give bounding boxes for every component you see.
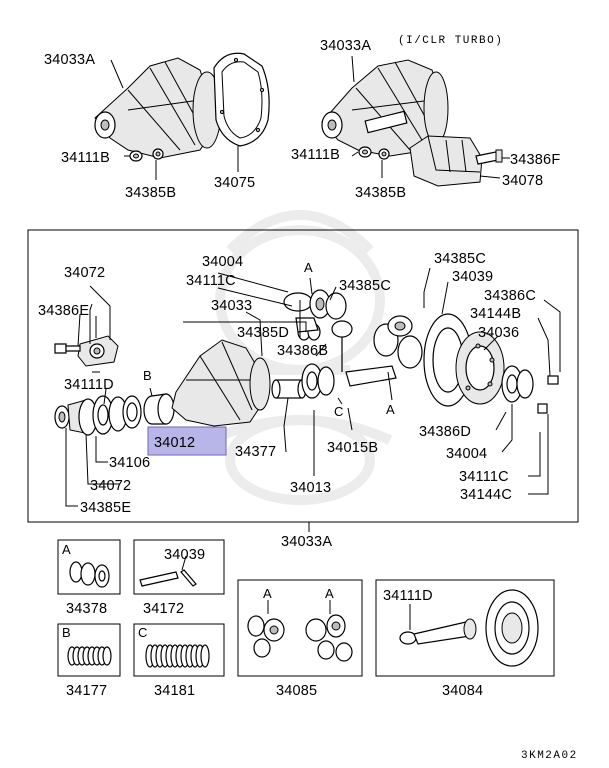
differential-gear-set-34085 <box>247 600 353 662</box>
label-34377: 34377 <box>235 444 276 460</box>
carrier-housing-34033[interactable] <box>171 339 271 427</box>
label-34033a-standard: 34033A <box>44 52 95 68</box>
tag-c-main: C <box>334 404 343 419</box>
spider-gear-cluster[interactable] <box>373 315 423 369</box>
label-34111b-turbo: 34111B <box>291 147 340 163</box>
label-34386f: 34386F <box>510 152 560 168</box>
kit-box-34181[interactable] <box>133 623 225 677</box>
label-34385b-standard: 34385B <box>125 185 176 201</box>
label-34004-right: 34004 <box>446 446 487 462</box>
pinion-shaft-34172 <box>139 555 197 587</box>
shim-set-34177 <box>67 646 112 666</box>
label-34385c-mid: 34385C <box>339 278 391 294</box>
label-34111c-top: 34111C <box>186 273 236 289</box>
label-34039: 34039 <box>452 269 493 285</box>
label-34078: 34078 <box>502 173 543 189</box>
label-34386e: 34386E <box>38 303 89 319</box>
kit-c-tag: C <box>138 625 147 640</box>
label-34385d: 34385D <box>237 325 289 341</box>
leaders-main <box>65 267 561 532</box>
label-kit-34085: 34085 <box>276 683 317 699</box>
label-34386b: 34386B <box>277 343 328 359</box>
bolt-34111b-turbo[interactable] <box>358 146 372 158</box>
label-34111c-right: 34111C <box>459 469 509 485</box>
tag-a-bottom: A <box>386 402 395 417</box>
leaders-top-right <box>351 55 510 179</box>
side-gears-a[interactable] <box>283 289 347 333</box>
label-kit-34039: 34039 <box>164 547 205 563</box>
label-34075-gasket: 34075 <box>214 175 255 191</box>
label-kit-34181: 34181 <box>154 683 195 699</box>
differential-case-34036[interactable] <box>455 331 505 405</box>
kit-b-tag: B <box>62 625 71 640</box>
label-assembly-34033a: 34033A <box>281 534 332 550</box>
bolt-34386c[interactable] <box>547 375 559 385</box>
kit-box-34084[interactable] <box>375 579 555 677</box>
turbo-note: (I/CLR TURBO) <box>398 35 503 47</box>
companion-flange-34072[interactable] <box>77 335 119 367</box>
label-kit-34177: 34177 <box>66 683 107 699</box>
clip-34144c[interactable] <box>537 403 548 414</box>
label-34106: 34106 <box>109 455 150 471</box>
label-kit-34111d: 34111D <box>383 588 433 604</box>
spacer-b[interactable] <box>143 393 175 425</box>
label-34036: 34036 <box>478 325 519 341</box>
carrier-housing-standard[interactable] <box>94 57 222 159</box>
label-34072-bottom: 34072 <box>90 478 131 494</box>
label-34111b-standard: 34111B <box>61 150 110 166</box>
nut-34385b-standard[interactable] <box>152 148 164 160</box>
leaders-top-left <box>110 59 239 180</box>
kit-a-tag: A <box>62 542 71 557</box>
tag-b-main: B <box>143 368 152 383</box>
exploded-view-frame <box>27 229 579 523</box>
shim-set-34181 <box>145 644 210 668</box>
label-34012: 34012 <box>154 435 195 451</box>
label-34033: 34033 <box>211 298 252 314</box>
carrier-housing-turbo[interactable] <box>321 59 449 157</box>
pinion-flange-stack[interactable] <box>54 395 142 436</box>
label-kit-34378: 34378 <box>66 601 107 617</box>
bearing-34013[interactable] <box>301 363 335 399</box>
label-34385c-right: 34385C <box>434 251 486 267</box>
label-kit-34172: 34172 <box>143 601 184 617</box>
label-34015b: 34015B <box>327 440 378 456</box>
label-34385e: 34385E <box>80 500 131 516</box>
kit-gear-a1-tag: A <box>263 586 272 601</box>
nut-34385b-turbo[interactable] <box>378 148 390 160</box>
label-kit-34084: 34084 <box>442 683 483 699</box>
pinion-gear-34015b[interactable] <box>331 320 397 387</box>
label-34144c: 34144C <box>460 487 512 503</box>
washer-set-34378 <box>69 561 110 588</box>
bolt-34111b-standard[interactable] <box>129 150 143 162</box>
tag-a-top: A <box>304 260 313 275</box>
label-34072-top: 34072 <box>64 265 105 281</box>
ring-pinion-set-34084 <box>399 589 539 667</box>
bearing-cup-34377[interactable] <box>271 379 307 399</box>
kit-gear-a2-tag: A <box>325 586 334 601</box>
label-34004-top: 34004 <box>202 254 243 270</box>
label-34033a-turbo: 34033A <box>320 38 371 54</box>
label-34385b-turbo: 34385B <box>355 185 406 201</box>
label-34386c: 34386C <box>484 288 536 304</box>
kit-box-34378[interactable] <box>57 539 121 595</box>
kit-box-34172[interactable] <box>133 539 225 595</box>
side-bearing-34004[interactable] <box>501 365 534 403</box>
kit-box-34085[interactable] <box>237 579 363 677</box>
highlight-34012[interactable] <box>147 426 227 456</box>
label-34144b: 34144B <box>470 306 521 322</box>
bolt-34386e[interactable] <box>54 343 81 354</box>
label-34111d: 34111D <box>64 377 114 393</box>
bolt-34386f[interactable] <box>475 149 503 165</box>
label-34013: 34013 <box>290 480 331 496</box>
kit-box-34177[interactable] <box>57 623 121 677</box>
label-34386d: 34386D <box>419 424 471 440</box>
figure-code: 3KM2A02 <box>521 750 578 762</box>
rear-cover-gasket[interactable] <box>213 52 270 147</box>
support-bracket-34078[interactable] <box>409 135 483 187</box>
